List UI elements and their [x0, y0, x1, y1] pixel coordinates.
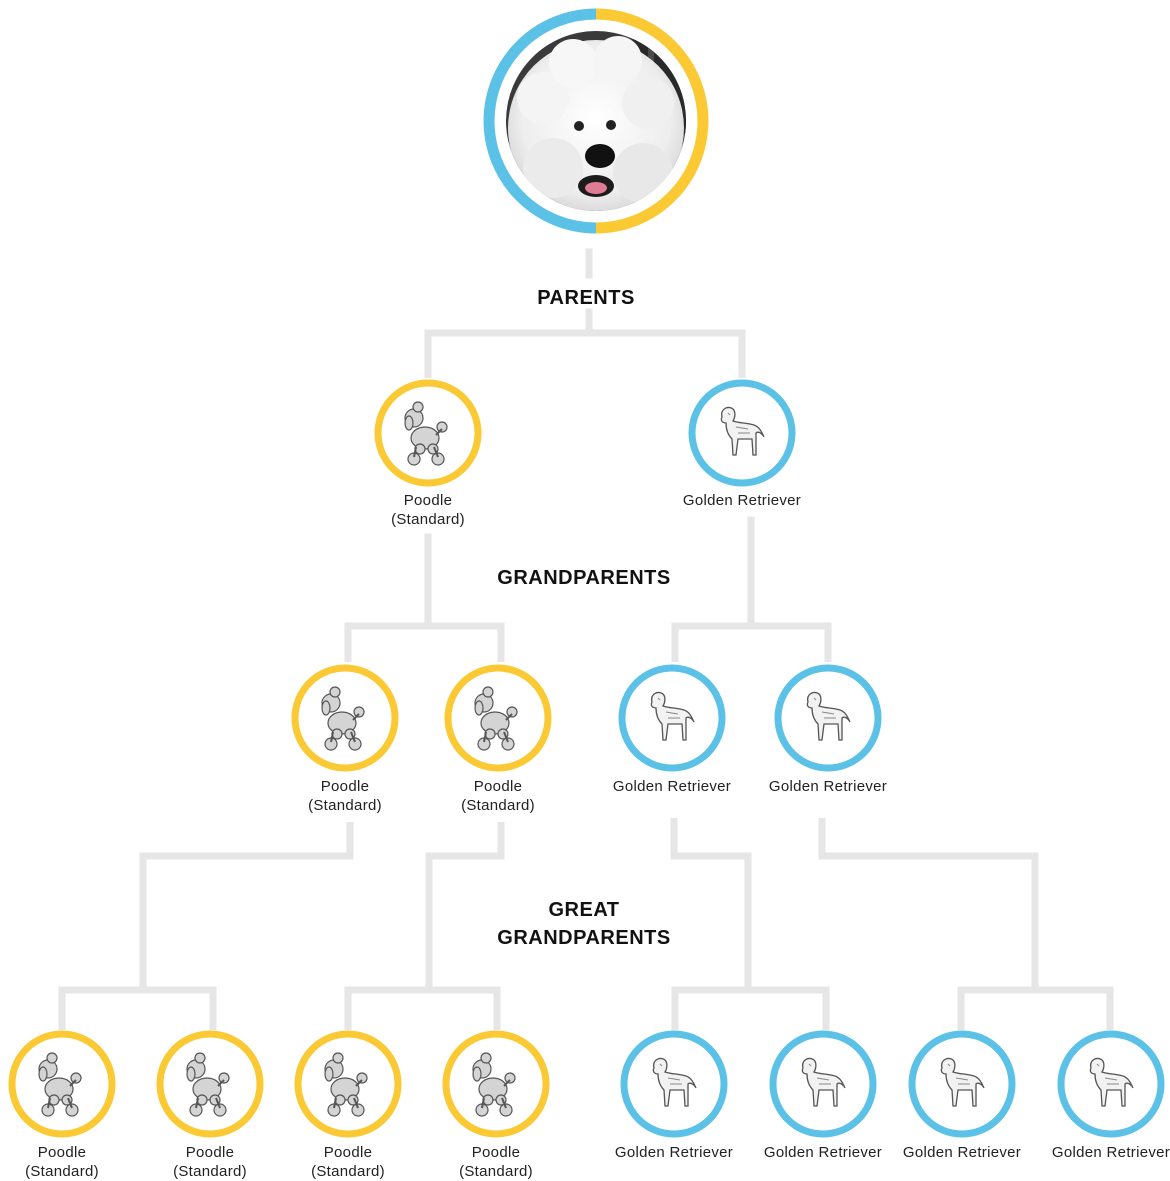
breed-variety: (Standard): [459, 1163, 533, 1180]
connector-line: [344, 986, 501, 1030]
golden-retriever-icon: [618, 664, 726, 772]
connector-line: [425, 822, 505, 990]
ancestor-breed-label: Golden Retriever: [599, 1143, 749, 1162]
ancestor-node-poodle: [156, 1030, 264, 1138]
ancestor-node-retriever: [908, 1030, 1016, 1138]
ancestor-breed-label: Poodle (Standard): [423, 777, 573, 815]
golden-retriever-icon: [774, 664, 882, 772]
golden-retriever-icon: [908, 1030, 1016, 1138]
connector-line: [58, 986, 217, 1030]
ancestor-node-poodle: [291, 664, 399, 772]
ancestor-node-poodle: [442, 1030, 550, 1138]
breed-name: Poodle: [323, 1144, 373, 1161]
poodle-icon: [444, 664, 552, 772]
poodle-icon: [291, 664, 399, 772]
poodle-icon: [156, 1030, 264, 1138]
ancestor-node-poodle: [294, 1030, 402, 1138]
breed-variety: (Standard): [25, 1163, 99, 1180]
ancestor-breed-label: Poodle (Standard): [270, 777, 420, 815]
connector-line: [957, 986, 1114, 1030]
golden-retriever-icon: [688, 379, 796, 487]
ancestor-breed-label: Poodle (Standard): [0, 1143, 137, 1181]
generation-label-parents: PARENTS: [537, 287, 635, 309]
ancestor-breed-label: Poodle (Standard): [421, 1143, 571, 1181]
breed-variety: (Standard): [308, 797, 382, 814]
ancestor-breed-label: Poodle (Standard): [353, 491, 503, 529]
golden-retriever-icon: [1057, 1030, 1165, 1138]
ancestor-node-retriever: [618, 664, 726, 772]
breed-name: Golden Retriever: [763, 1144, 883, 1161]
breed-variety: (Standard): [173, 1163, 247, 1180]
breed-name: Golden Retriever: [1051, 1144, 1170, 1161]
ancestor-breed-label: Poodle (Standard): [273, 1143, 423, 1181]
breed-name: Golden Retriever: [614, 1144, 734, 1161]
breed-variety: (Standard): [391, 511, 465, 528]
ancestor-breed-label: Poodle (Standard): [135, 1143, 285, 1181]
poodle-icon: [8, 1030, 116, 1138]
generation-label-grandparents: GRANDPARENTS: [497, 567, 671, 589]
ancestor-node-retriever: [620, 1030, 728, 1138]
connector-line: [344, 622, 505, 662]
ancestor-breed-label: Golden Retriever: [753, 777, 903, 796]
dog-photo: [483, 8, 709, 234]
ancestor-node-poodle: [8, 1030, 116, 1138]
breed-variety: (Standard): [311, 1163, 385, 1180]
poodle-icon: [294, 1030, 402, 1138]
ancestor-node-retriever: [769, 1030, 877, 1138]
ancestor-node-retriever: [688, 379, 796, 487]
connector-line: [139, 822, 354, 990]
ancestor-breed-label: Golden Retriever: [597, 777, 747, 796]
subject-dog-avatar: [483, 8, 709, 234]
connector-line: [424, 329, 746, 378]
golden-retriever-icon: [769, 1030, 877, 1138]
ancestor-node-poodle: [374, 379, 482, 487]
ancestor-node-retriever: [1057, 1030, 1165, 1138]
breed-name: Poodle: [471, 1144, 521, 1161]
breed-name: Poodle: [37, 1144, 87, 1161]
connector-line: [671, 622, 832, 662]
breed-name: Poodle: [320, 778, 370, 795]
ancestor-node-poodle: [444, 664, 552, 772]
breed-name: Golden Retriever: [902, 1144, 1022, 1161]
ancestor-breed-label: Golden Retriever: [1036, 1143, 1170, 1162]
breed-name: Golden Retriever: [612, 778, 732, 795]
connector-line: [818, 818, 1039, 990]
golden-retriever-icon: [620, 1030, 728, 1138]
connector-line: [670, 818, 752, 990]
generation-label-great-grandparents: GREAT GRANDPARENTS: [497, 899, 671, 949]
ancestor-breed-label: Golden Retriever: [887, 1143, 1037, 1162]
ancestor-breed-label: Golden Retriever: [667, 491, 817, 510]
ancestor-breed-label: Golden Retriever: [748, 1143, 898, 1162]
breed-name: Golden Retriever: [682, 492, 802, 509]
breed-name: Poodle: [403, 492, 453, 509]
connector-line: [671, 986, 830, 1030]
breed-name: Poodle: [473, 778, 523, 795]
poodle-icon: [374, 379, 482, 487]
breed-variety: (Standard): [461, 797, 535, 814]
breed-name: Poodle: [185, 1144, 235, 1161]
breed-name: Golden Retriever: [768, 778, 888, 795]
poodle-icon: [442, 1030, 550, 1138]
ancestor-node-retriever: [774, 664, 882, 772]
